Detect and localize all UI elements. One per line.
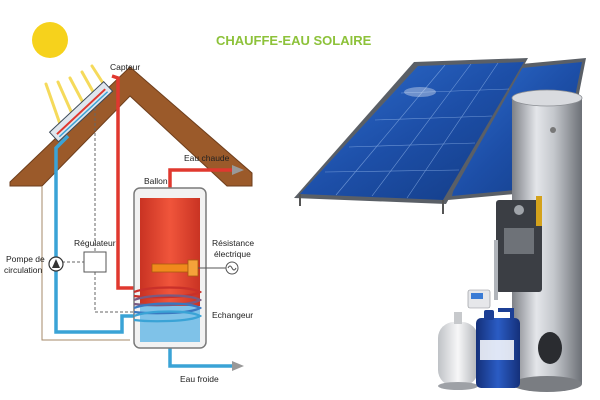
cold-water-arrow — [232, 361, 244, 371]
regulator-icon — [83, 251, 107, 273]
label-regulator: Régulateur — [74, 238, 116, 248]
hot-water-arrow — [232, 165, 244, 175]
electric-plug-icon — [225, 261, 239, 275]
label-hot-water: Eau chaude — [184, 153, 230, 163]
house-roof — [9, 66, 253, 187]
collector-panel — [48, 80, 114, 143]
label-pump-line1: Pompe de — [6, 254, 45, 264]
electric-resistance — [151, 259, 226, 277]
label-heater-line1: Résistance — [212, 238, 254, 248]
pump-station — [494, 196, 542, 300]
hot-pipe — [111, 74, 134, 290]
house-wall — [41, 186, 130, 341]
label-collector: Capteur — [110, 62, 140, 72]
label-tank: Ballon — [144, 176, 168, 186]
label-exchanger: Echangeur — [212, 310, 253, 320]
expansion-vessel — [438, 312, 478, 390]
label-pump-line2: circulation — [4, 265, 43, 275]
heat-exchanger-coil — [133, 286, 203, 323]
pump-icon — [48, 256, 64, 272]
solar-panel-front — [294, 58, 528, 204]
antifreeze-canister — [476, 308, 520, 388]
label-cold-water: Eau froide — [180, 374, 219, 384]
diagram-title: CHAUFFE-EAU SOLAIRE — [216, 33, 372, 48]
cold-water-inlet — [168, 346, 232, 368]
hot-water-outlet — [168, 168, 232, 188]
controller-box — [467, 289, 491, 309]
panel-stand — [299, 194, 444, 214]
control-line — [62, 108, 134, 313]
cold-pipe — [54, 134, 134, 334]
label-heater-line2: électrique — [214, 249, 251, 259]
